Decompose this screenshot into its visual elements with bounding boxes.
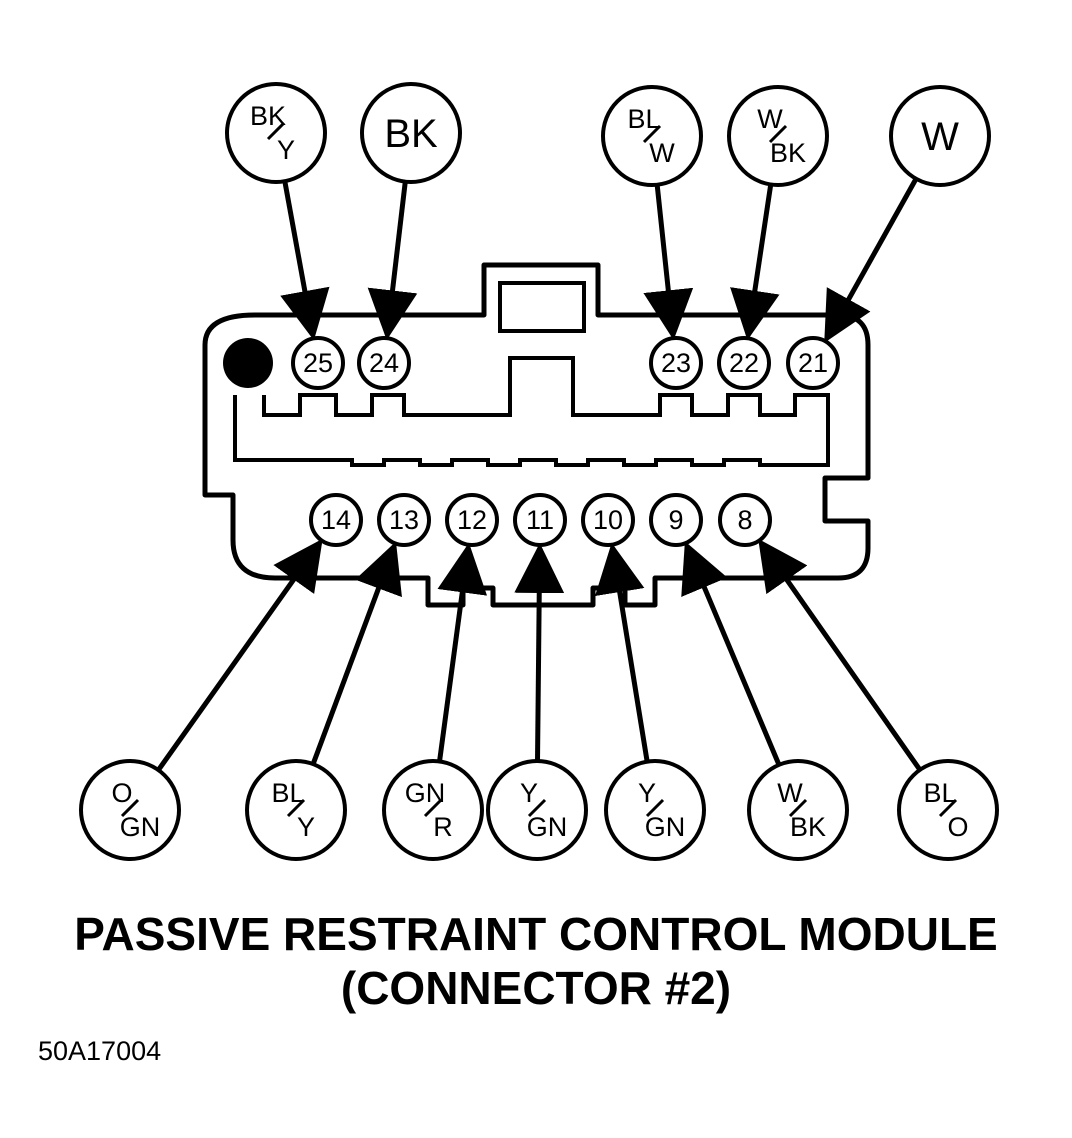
keying-dot bbox=[223, 338, 273, 388]
bottom-pin-circle bbox=[649, 493, 703, 547]
wire-color-primary: W bbox=[777, 778, 803, 808]
wire-color-stripe: W bbox=[649, 138, 675, 168]
top-pin-number: 22 bbox=[729, 348, 759, 378]
terminal-cavity-outline bbox=[233, 356, 830, 467]
bottom-leader-arrow bbox=[681, 541, 782, 766]
figure-id: 50A17004 bbox=[38, 1036, 162, 1066]
bottom-leader-arrow bbox=[595, 542, 650, 763]
bottom-pin-circle bbox=[513, 493, 567, 547]
wire-color-primary: W bbox=[757, 104, 783, 134]
top-pin-circle bbox=[291, 336, 345, 390]
top-wire-color-bubble bbox=[360, 82, 462, 184]
bottom-leader-arrow bbox=[758, 538, 922, 772]
top-pin-number: 21 bbox=[798, 348, 828, 378]
top-leader-arrow bbox=[367, 181, 418, 341]
wire-color-slash bbox=[642, 124, 662, 144]
bottom-leader-arrow bbox=[514, 542, 565, 762]
top-leader-arrow bbox=[643, 184, 694, 341]
top-pin-circle bbox=[357, 336, 411, 390]
top-leader-arrow bbox=[730, 184, 780, 341]
bottom-pin-number: 11 bbox=[526, 505, 554, 535]
wire-color-primary: O bbox=[111, 778, 132, 808]
wire-color-stripe: R bbox=[433, 812, 453, 842]
top-pin-circle bbox=[649, 336, 703, 390]
wire-color-stripe: O bbox=[947, 812, 968, 842]
bottom-pin-number: 13 bbox=[389, 505, 419, 535]
wire-color-stripe: GN bbox=[120, 812, 161, 842]
top-wire-color-bubble bbox=[889, 85, 991, 187]
top-pin-number: 24 bbox=[369, 348, 399, 378]
bottom-pin-circle bbox=[581, 493, 635, 547]
bottom-pin-circle bbox=[309, 493, 363, 547]
bottom-pin-circle bbox=[718, 493, 772, 547]
bottom-pin-number: 8 bbox=[737, 505, 752, 535]
wire-color-primary: Y bbox=[638, 778, 656, 808]
wire-color-slash bbox=[120, 798, 140, 818]
wire-color-label: BK bbox=[384, 112, 438, 156]
wire-color-stripe: BK bbox=[770, 138, 806, 168]
wire-color-slash bbox=[938, 798, 958, 818]
wire-color-primary: Y bbox=[520, 778, 538, 808]
bottom-pin-circle bbox=[445, 493, 499, 547]
bottom-leader-arrow bbox=[437, 542, 488, 762]
top-pin-number: 25 bbox=[303, 348, 333, 378]
wire-color-slash bbox=[423, 798, 443, 818]
bottom-pin-number: 14 bbox=[321, 505, 351, 535]
wire-color-label: W bbox=[921, 115, 959, 159]
wire-color-stripe: GN bbox=[645, 812, 686, 842]
top-pin-number: 23 bbox=[661, 348, 691, 378]
wire-color-slash bbox=[266, 121, 286, 141]
top-leader-arrow bbox=[280, 180, 330, 341]
wire-color-stripe: Y bbox=[277, 135, 295, 165]
top-pin-circle bbox=[786, 336, 840, 390]
bottom-pin-circle bbox=[377, 493, 431, 547]
latch-window bbox=[498, 281, 586, 333]
top-pin-circle bbox=[717, 336, 771, 390]
bottom-pin-number: 12 bbox=[457, 505, 487, 535]
top-leader-arrow bbox=[824, 177, 919, 343]
bottom-pin-number: 10 bbox=[593, 505, 623, 535]
wire-color-slash bbox=[788, 798, 808, 818]
wire-color-slash bbox=[768, 124, 788, 144]
diagram-subtitle: (CONNECTOR #2) bbox=[340, 962, 732, 1014]
bottom-leader-arrow bbox=[156, 538, 323, 772]
bottom-pin-number: 9 bbox=[668, 505, 683, 535]
wire-color-stripe: GN bbox=[527, 812, 568, 842]
wire-color-stripe: BK bbox=[790, 812, 826, 842]
wire-color-slash bbox=[645, 798, 665, 818]
wire-color-stripe: Y bbox=[297, 812, 315, 842]
bottom-leader-arrow bbox=[310, 541, 402, 765]
wire-color-slash bbox=[527, 798, 547, 818]
diagram-title: PASSIVE RESTRAINT CONTROL MODULE bbox=[74, 908, 998, 960]
wire-color-slash bbox=[286, 798, 306, 818]
